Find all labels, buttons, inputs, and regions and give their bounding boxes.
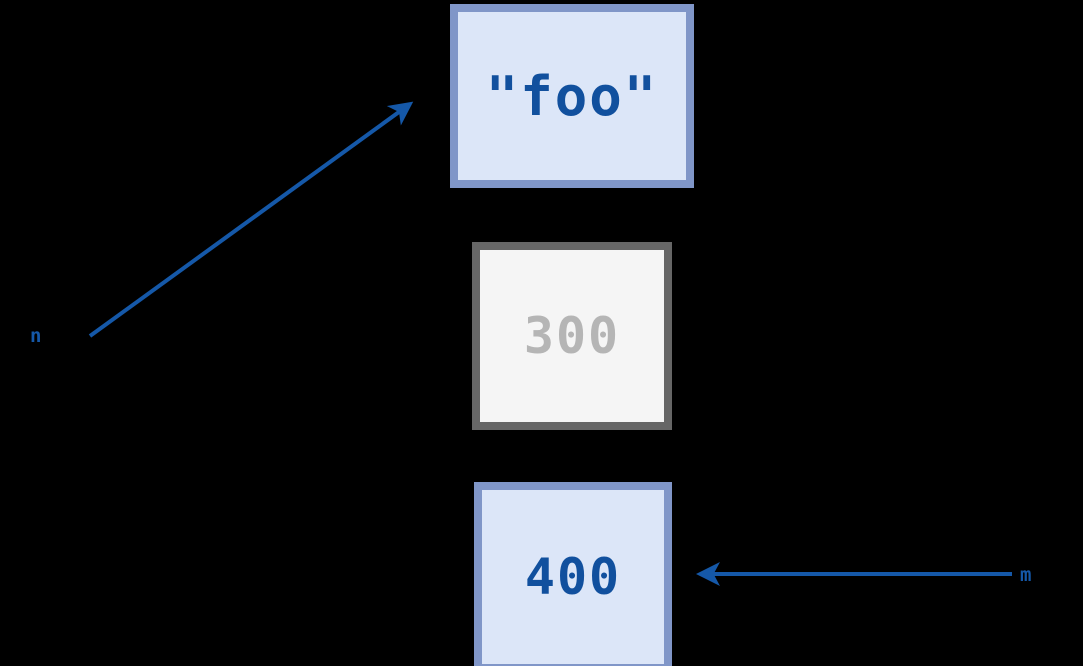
value-box-400[interactable]: 400 xyxy=(474,482,672,666)
value-box-foo-text: "foo" xyxy=(485,64,659,128)
arrow-left-to-foo xyxy=(88,101,414,338)
value-box-400-text: 400 xyxy=(524,548,622,606)
variable-label-right: m xyxy=(1020,564,1032,586)
value-box-300[interactable]: 300 xyxy=(472,242,672,430)
variable-label-left: n xyxy=(30,325,42,347)
value-box-300-text: 300 xyxy=(523,307,621,365)
value-box-foo[interactable]: "foo" xyxy=(450,4,694,188)
